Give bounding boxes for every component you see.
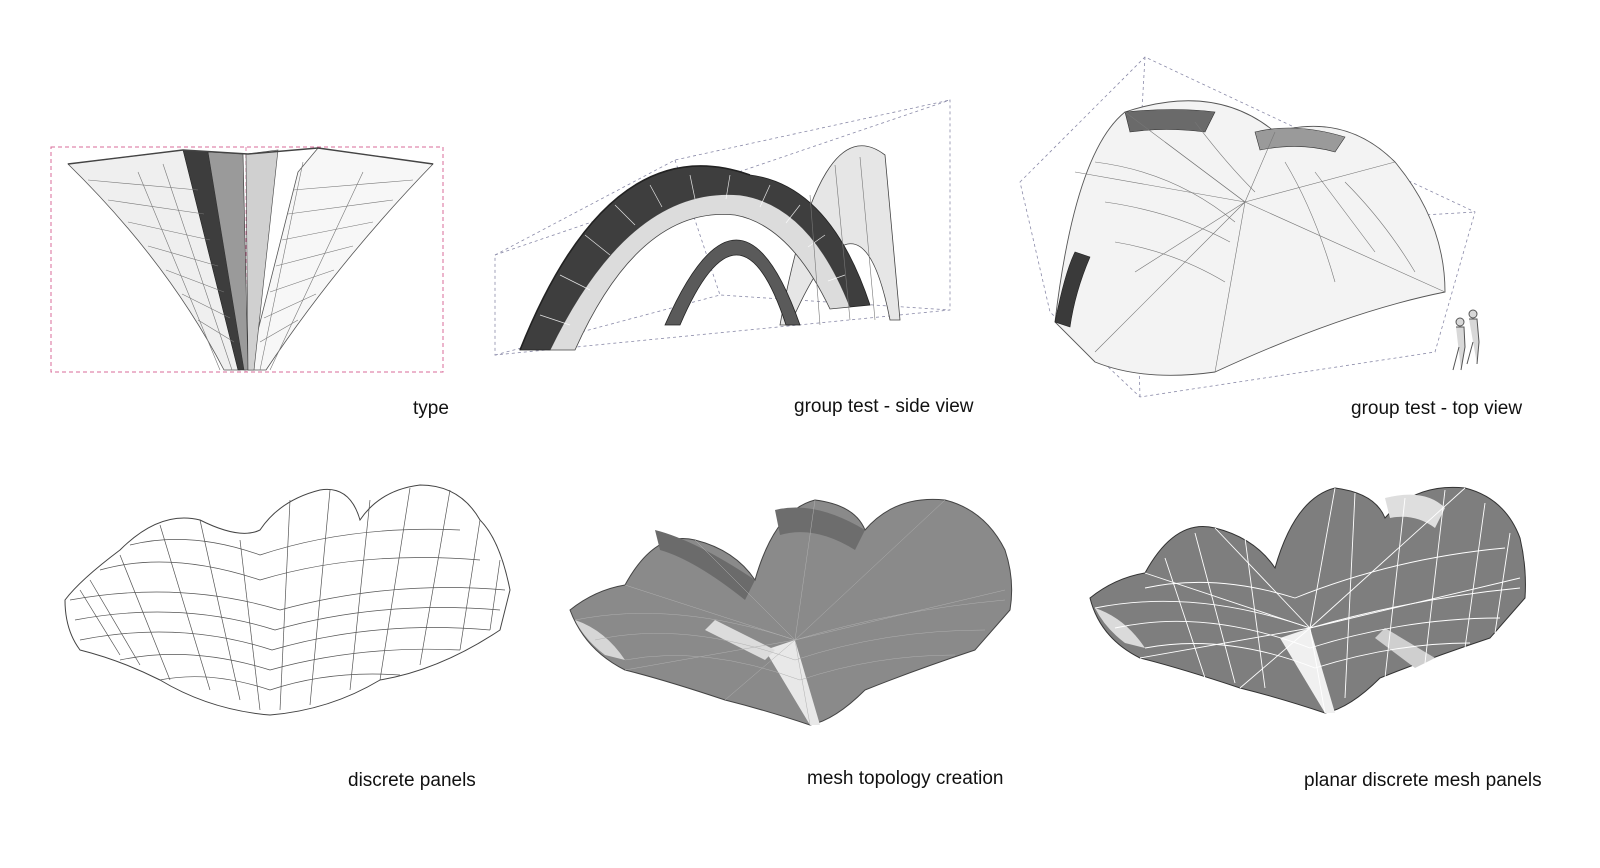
caption-discrete-panels: discrete panels [348,770,476,791]
side-view-arches-drawing [494,99,951,356]
vault-mid-ridge [1254,127,1346,153]
wire-grid-lines [69,487,506,711]
front-arch-edge [519,165,751,351]
planar-panels-diagram [1085,478,1530,718]
type-diagram [48,142,448,377]
top-view-vault-drawing [1019,56,1480,398]
discrete-panels-drawing [64,484,511,716]
scale-figures [1452,309,1480,371]
side-view-panel-lines [539,174,846,326]
caption-planar-panels: planar discrete mesh panels [1304,770,1542,791]
side-view-diagram [490,95,960,360]
mesh-highlight-3 [575,620,625,660]
planar-seam-lines [1094,487,1521,714]
vault-dark-foot [1054,251,1091,328]
type-bounding-box [50,146,444,373]
planar-highlight-3 [1095,608,1145,648]
mesh-highlight-2 [705,620,775,660]
top-view-panel-lines [1074,111,1446,373]
vault-surface [1054,100,1446,376]
front-arch-light [549,194,851,351]
type-funnel-drawing [50,146,444,373]
type-right-center-face [245,149,279,371]
mesh-shadow-1 [655,530,755,600]
caption-side-view: group test - side view [794,396,974,417]
vault-dark-ridge [1124,109,1216,133]
side-view-back-lines [809,156,876,326]
mesh-shadow-2 [775,507,865,550]
middle-arch-inner [664,239,801,326]
planar-panels-drawing [1089,486,1526,714]
wire-outline [64,484,511,716]
type-panel-lines [87,161,414,371]
caption-top-view: group test - top view [1351,398,1523,419]
type-top-rim [67,147,434,165]
caption-mesh-topology: mesh topology creation [807,768,1004,789]
type-right-wing [247,147,434,371]
discrete-panels-diagram [60,480,515,720]
mesh-topology-drawing [569,498,1013,726]
top-view-diagram [1015,52,1485,398]
mesh-topology-lines [574,499,1006,726]
mesh-topology-diagram [565,490,1015,730]
caption-type: type [413,398,449,419]
